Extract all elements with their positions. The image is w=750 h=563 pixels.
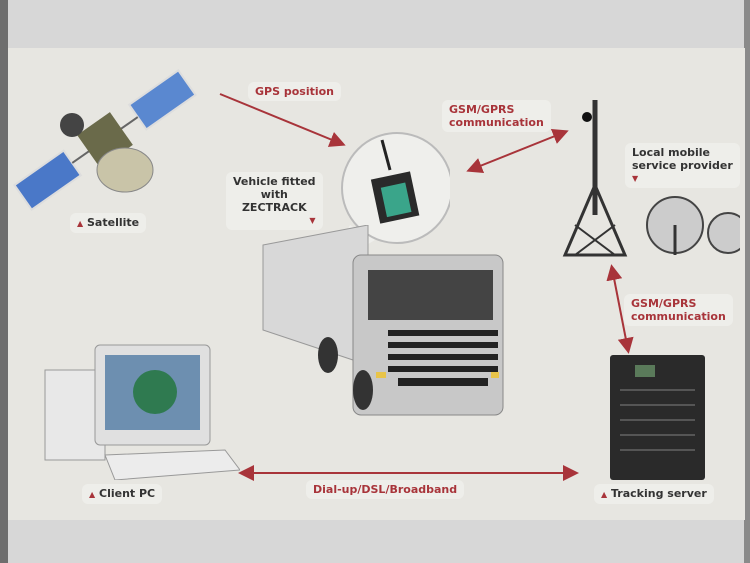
provider-line2: service provider <box>632 159 733 172</box>
local-provider-label: Local mobile service provider ▼ <box>625 143 740 188</box>
pointer-triangle-icon: ▲ <box>77 219 84 228</box>
satellite-text: Satellite <box>87 216 140 229</box>
satellite-label: ▲ Satellite <box>70 213 147 233</box>
vehicle-line2: with <box>260 188 288 201</box>
right-edge <box>744 0 750 563</box>
vehicle-line3: ZECTRACK <box>241 201 307 214</box>
gps-position-label: GPS position <box>248 82 342 101</box>
satellite-icon <box>13 68 197 212</box>
left-edge <box>0 0 8 563</box>
client-pc-label: ▲ Client PC <box>82 484 163 504</box>
gsm-gprs-right-label: GSM/GPRS communication <box>624 294 733 326</box>
satellite-dish-icon <box>646 196 704 255</box>
pointer-triangle-icon: ▲ <box>601 490 608 499</box>
tracking-server-label: ▲ Tracking server <box>594 484 714 504</box>
client-pc-icon <box>44 344 240 480</box>
gsm-top-arrow <box>466 129 569 173</box>
tracking-server-icon <box>610 355 705 480</box>
gsm-right-arrow <box>606 264 634 354</box>
pointer-triangle-icon: ▼ <box>632 174 639 183</box>
gsm-gprs-top-label: GSM/GPRS communication <box>442 100 551 132</box>
gsm-top-line2: communication <box>449 116 544 129</box>
client-pc-text: Client PC <box>99 487 156 500</box>
provider-line1: Local mobile <box>632 146 711 159</box>
pointer-triangle-icon: ▲ <box>89 490 96 499</box>
pointer-triangle-icon: ▼ <box>309 216 316 225</box>
gsm-top-line1: GSM/GPRS <box>449 103 515 116</box>
vehicle-label: Vehicle fitted with ZECTRACK ▼ <box>226 172 323 230</box>
vehicle-line1: Vehicle fitted <box>233 175 316 188</box>
tracking-server-text: Tracking server <box>611 487 707 500</box>
dialup-label: Dial-up/DSL/Broadband <box>306 480 465 499</box>
gps-arrow <box>219 93 346 147</box>
gsm-right-line1: GSM/GPRS <box>631 297 697 310</box>
truck-icon <box>262 225 504 416</box>
gsm-right-line2: communication <box>631 310 726 323</box>
cell-tower-icon <box>562 100 740 257</box>
